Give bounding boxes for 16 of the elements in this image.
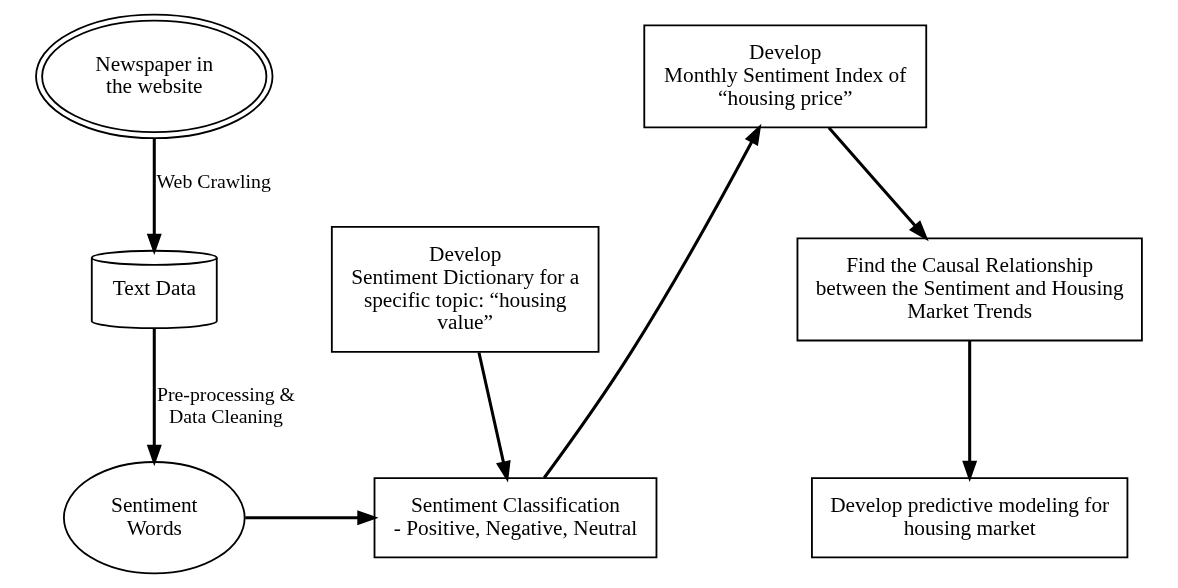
arrow [827,126,929,242]
node-box: Develop Sentiment Dictionary for a specific topic: “housing value” [330,226,600,353]
arrow [543,123,762,479]
arrow [146,138,162,255]
arrow [477,352,511,483]
node-box: Sentiment Classification - Positive, Negative, Neutral [373,477,658,559]
node-ellipse: Newspaper in the website [35,13,274,140]
edge-label: Pre-processing & Data Cleaning [156,383,295,427]
node-box: Develop predictive modeling for housing market [811,477,1129,559]
arrow [146,328,162,467]
arrow [245,510,379,526]
node-ellipse: Sentiment Words [63,461,246,575]
node-box: Find the Causal Relationship between the Sentiment and Housing Market Trends [796,237,1143,342]
edge-label: Web Crawling [156,169,271,192]
arrow [962,340,978,483]
node-box: Develop Monthly Sentiment Index of “housing price” [643,24,928,129]
